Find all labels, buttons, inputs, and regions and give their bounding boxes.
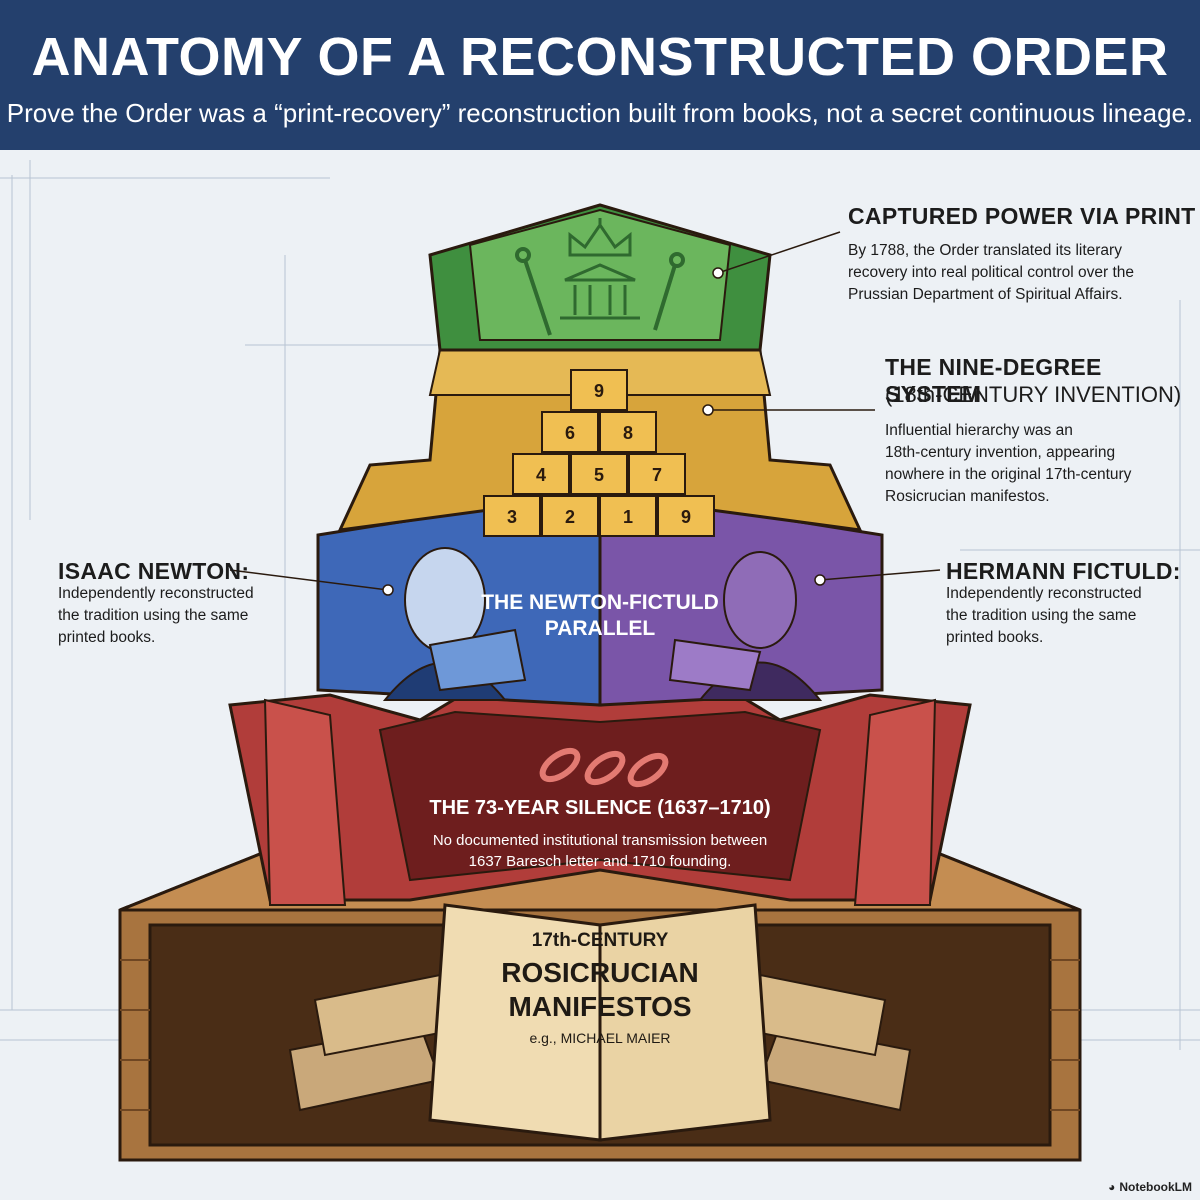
- silence-title: THE 73-YEAR SILENCE (1637–1710): [429, 797, 771, 819]
- page-title: ANATOMY OF A RECONSTRUCTED ORDER: [31, 27, 1169, 87]
- newton-fictuld-parallel-label: THE NEWTON-FICTULD PARALLEL: [481, 591, 719, 640]
- fictuld-title: HERMANN FICTULD:: [946, 558, 1181, 584]
- foundation-tier: [118, 838, 1082, 1162]
- newton-title: ISAAC NEWTON:: [58, 558, 250, 584]
- degree-block-label: 5: [594, 465, 604, 485]
- nine-degree-title: THE NINE-DEGREE SYSTEM: [885, 354, 1102, 407]
- degree-block-label: 9: [594, 381, 604, 401]
- page-subtitle: Prove the Order was a “print-recovery” r…: [6, 98, 1194, 128]
- open-book-icon: [428, 903, 772, 1142]
- crown-icon: [568, 218, 632, 257]
- notebooklm-badge: ◕ NotebookLM: [1108, 1180, 1192, 1194]
- captured-power-title: CAPTURED POWER VIA PRINT: [848, 203, 1196, 229]
- callout-leaders: [229, 231, 941, 596]
- foundation-book-label: 17th-CENTURY ROSICRUCIAN MANIFESTOS e.g.…: [501, 930, 699, 1046]
- degree-block-label: 8: [623, 423, 633, 443]
- degree-block: [599, 495, 657, 537]
- degree-block-label: 4: [536, 465, 546, 485]
- degree-block: [541, 411, 599, 453]
- nine-degree-body: Influential hierarchy was an 18th-centur…: [885, 422, 1132, 505]
- broken-chain-icon: [539, 747, 669, 788]
- header-banner: ANATOMY OF A RECONSTRUCTED ORDER Prove t…: [0, 0, 1200, 150]
- degree-block: [570, 453, 628, 495]
- nine-degree-subtitle: (18th-CENTURY INVENTION): [885, 382, 1182, 407]
- degree-block-label: 3: [507, 507, 517, 527]
- fictuld-portrait-icon: [668, 551, 823, 701]
- fictuld-body: Independently reconstructed the traditio…: [946, 585, 1142, 646]
- pyramid-diagram: 9 6 8 4 5 7 3 2 1 9: [0, 160, 1200, 1162]
- degree-block-label: 1: [623, 507, 633, 527]
- gap-tier: [228, 688, 972, 906]
- newton-body: Independently reconstructed the traditio…: [58, 585, 254, 646]
- degree-block: [512, 453, 570, 495]
- silence-body: No documented institutional transmission…: [432, 832, 768, 870]
- degree-block-label: 2: [565, 507, 575, 527]
- degree-block: [657, 495, 715, 537]
- degree-block: [541, 495, 599, 537]
- foundation-bricks: [120, 959, 1080, 1111]
- degree-block: [628, 453, 686, 495]
- degree-block-label: 7: [652, 465, 662, 485]
- degree-block: [599, 411, 657, 453]
- notebooklm-logo-icon: ◕: [1108, 1180, 1116, 1194]
- degree-block-label: 9: [681, 507, 691, 527]
- degree-block-pyramid: 9 6 8 4 5 7 3 2 1 9: [483, 369, 715, 537]
- newton-portrait-icon: [382, 547, 527, 701]
- book-stack-right: [743, 973, 912, 1112]
- degree-block: [570, 369, 628, 411]
- degree-block: [483, 495, 541, 537]
- captured-power-body: By 1788, the Order translated its litera…: [848, 242, 1135, 303]
- government-building-icon: [560, 263, 640, 320]
- book-stack-left: [288, 973, 457, 1112]
- degree-block-label: 6: [565, 423, 575, 443]
- nine-degree-tier: 9 6 8 4 5 7 3 2 1 9: [337, 348, 863, 537]
- scepter-icon: [515, 247, 685, 336]
- captured-power-tier: [428, 203, 772, 352]
- newton-fictuld-tier: [316, 488, 884, 707]
